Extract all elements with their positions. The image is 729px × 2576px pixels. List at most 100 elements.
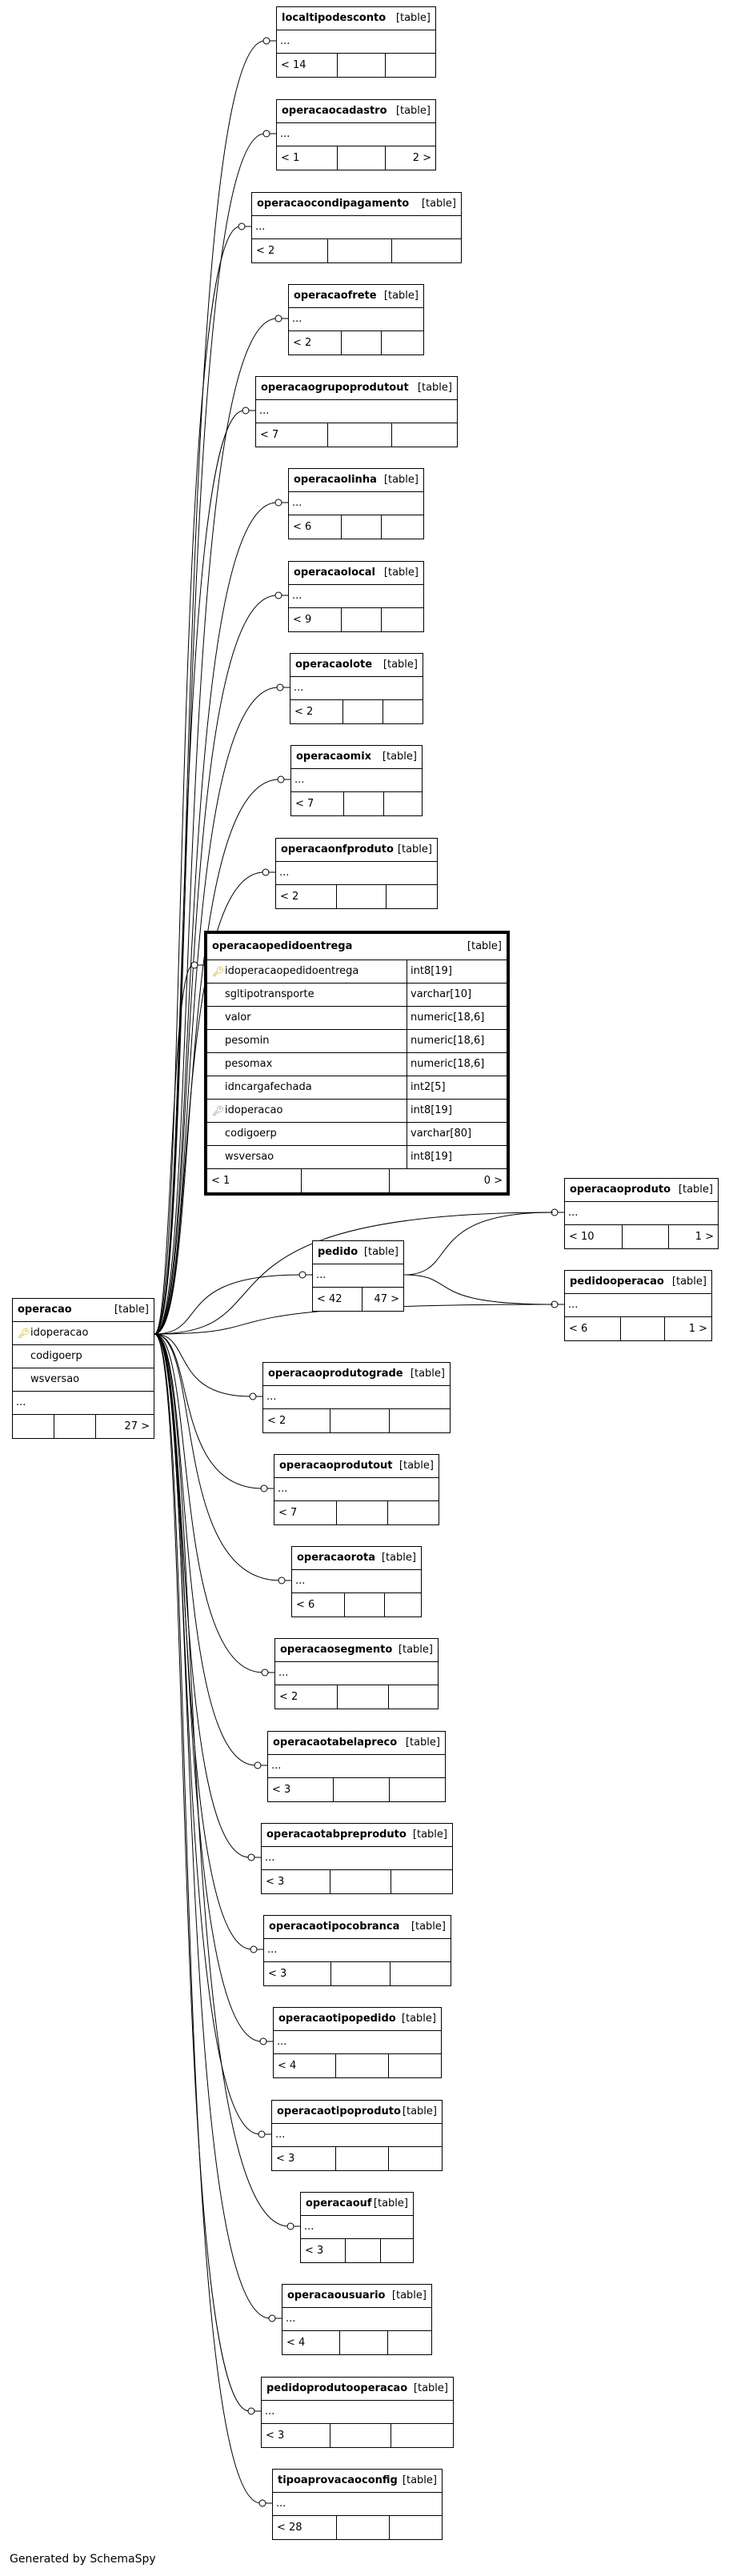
child-count [387,885,437,908]
relationship-operacao-operacaopedidoentrega [154,964,194,1335]
table-footer: < 3 [262,2424,453,2447]
rows-count [330,1409,390,1432]
table-name: operacaocadastro [282,105,387,117]
relationship-endpoint-operacaousuario [268,2314,276,2322]
rows-count [344,792,384,815]
relationship-operacao-operacaotipocobranca [154,1333,253,1950]
table-operacaousuario[interactable]: operacaousuario[table] ... < 4 [282,2284,432,2355]
table-name: pedidoprodutooperacao [266,2382,408,2394]
table-operacaotabelapreco[interactable]: operacaotabelapreco[table] ... < 3 [267,1731,446,1802]
relationship-endpoint-operacaolote [276,683,284,691]
parent-count: < 2 [275,1685,338,1709]
table-operacaoproduto[interactable]: operacaoproduto[table] ... < 10 1 > [564,1178,719,1249]
table-operacaocadastro[interactable]: operacaocadastro[table] ... < 1 2 > [276,99,436,170]
table-tipoaprovacaoconfig[interactable]: tipoaprovacaoconfig[table] ... < 28 [272,2469,443,2540]
table-operacaotipopedido[interactable]: operacaotipopedido[table] ... < 4 [273,2007,442,2078]
column-name: idoperacao [225,1104,283,1116]
table-footer: < 1 2 > [277,146,435,170]
table-operacaolinha[interactable]: operacaolinha[table] ... < 6 [288,468,424,539]
table-operacaouf[interactable]: operacaouf[table] ... < 3 [300,2192,414,2263]
table-operacaolote[interactable]: operacaolote[table] ... < 2 [290,653,423,724]
column-name: wsversao [30,1373,80,1385]
column-name: codigoerp [30,1350,82,1362]
table-operacaopedidoentrega[interactable]: operacaopedidoentrega[table] 🔑︎idoperaca… [204,931,510,1196]
table-type: [table] [411,1921,446,1933]
table-type: [table] [397,843,432,855]
relationship-endpoint-pedido [298,1271,306,1279]
columns-ellipsis: ... [286,2313,296,2325]
table-footer: < 2 [276,885,437,908]
table-operacaoprodutout[interactable]: operacaoprodutout[table] ... < 7 [274,1454,439,1525]
table-name: operacaoproduto [570,1184,671,1196]
parent-count: < 9 [289,608,342,631]
table-footer: < 42 47 > [313,1288,403,1311]
child-count: 27 > [124,1420,150,1432]
table-type: [table] [402,2474,437,2486]
table-name: operacaotipocobranca [269,1921,400,1933]
table-type: [table] [399,1460,434,1472]
relationship-endpoint-operacaocadastro [262,130,270,138]
table-operacaogrupoprodutout[interactable]: operacaogrupoprodutout[table] ... < 7 [255,376,458,447]
table-type: [table] [412,1829,447,1841]
table-operacaotipoproduto[interactable]: operacaotipoproduto[table] ... < 3 [271,2100,443,2171]
child-count: 1 > [695,1230,714,1243]
column-name: pesomax [225,1058,273,1070]
parent-count [13,1415,54,1438]
columns-ellipsis: ... [265,1852,275,1864]
relationship-operacao-pedido [154,1274,302,1335]
table-footer: 27 > [13,1415,154,1438]
table-operacaolocal[interactable]: operacaolocal[table] ... < 9 [288,561,424,632]
column-name: pesomin [225,1035,270,1047]
rows-count [330,1870,391,1893]
table-pedido[interactable]: pedido[table] ... < 42 47 > [312,1240,404,1312]
column-name: codigoerp [225,1128,277,1140]
table-operacaonfproduto[interactable]: operacaonfproduto[table] ... < 2 [275,838,438,909]
parent-count: < 10 [565,1225,623,1248]
relationship-endpoint-operacaoprodutout [260,1484,268,1492]
column-name: idncargafechada [225,1081,312,1093]
table-operacaofrete[interactable]: operacaofrete[table] ... < 2 [288,284,424,355]
columns-ellipsis: ... [279,867,290,879]
relationship-endpoint-operacaomix [277,775,285,783]
relationship-endpoint-operacaolinha [274,499,282,507]
table-name: operacaorota [297,1552,375,1564]
table-type: [table] [678,1184,713,1196]
table-type: [table] [114,1304,149,1316]
rows-count [330,2424,391,2447]
table-name: operacaolocal [294,567,375,579]
table-type: [table] [382,751,417,763]
table-footer: < 6 [292,1593,421,1617]
table-localtipodesconto[interactable]: localtipodesconto[table] ... < 14 [276,6,436,78]
relationship-operacao-operacaosegmento [154,1333,264,1673]
table-pedidoprodutooperacao[interactable]: pedidoprodutooperacao[table] ... < 3 [261,2377,454,2448]
table-pedidooperacao[interactable]: pedidooperacao[table] ... < 6 1 > [564,1270,712,1341]
parent-count: < 2 [290,700,343,723]
table-operacaocondipagamento[interactable]: operacaocondipagamento[table] ... < 2 [251,192,462,263]
table-operacaotabpreproduto[interactable]: operacaotabpreproduto[table] ... < 3 [261,1823,453,1894]
columns-ellipsis: ... [294,682,304,694]
table-operacaotipocobranca[interactable]: operacaotipocobranca[table] ... < 3 [263,1915,451,1986]
table-operacao[interactable]: operacao[table] 🔑︎idoperacao codigoerp w… [12,1298,154,1439]
table-operacaosegmento[interactable]: operacaosegmento[table] ... < 2 [274,1638,439,1709]
table-footer: < 2 [263,1409,450,1432]
relationship-endpoint-operacaotipocobranca [250,1945,258,1953]
columns-ellipsis: ... [277,2036,287,2048]
table-type: [table] [383,290,419,302]
table-operacaoprodutograde[interactable]: operacaoprodutograde[table] ... < 2 [262,1362,451,1433]
rows-count [338,1685,389,1709]
child-count [386,54,435,77]
column-type: numeric[18,6] [411,1012,485,1024]
table-name: operacaomix [296,751,372,763]
parent-count: < 3 [262,2424,330,2447]
table-footer: < 10 1 > [565,1225,718,1248]
table-name: pedidooperacao [570,1276,664,1288]
table-operacaomix[interactable]: operacaomix[table] ... < 7 [290,745,423,816]
rows-count [340,2331,388,2354]
rows-count [337,885,387,908]
parent-count: < 7 [291,792,344,815]
table-operacaorota[interactable]: operacaorota[table] ... < 6 [291,1546,422,1617]
